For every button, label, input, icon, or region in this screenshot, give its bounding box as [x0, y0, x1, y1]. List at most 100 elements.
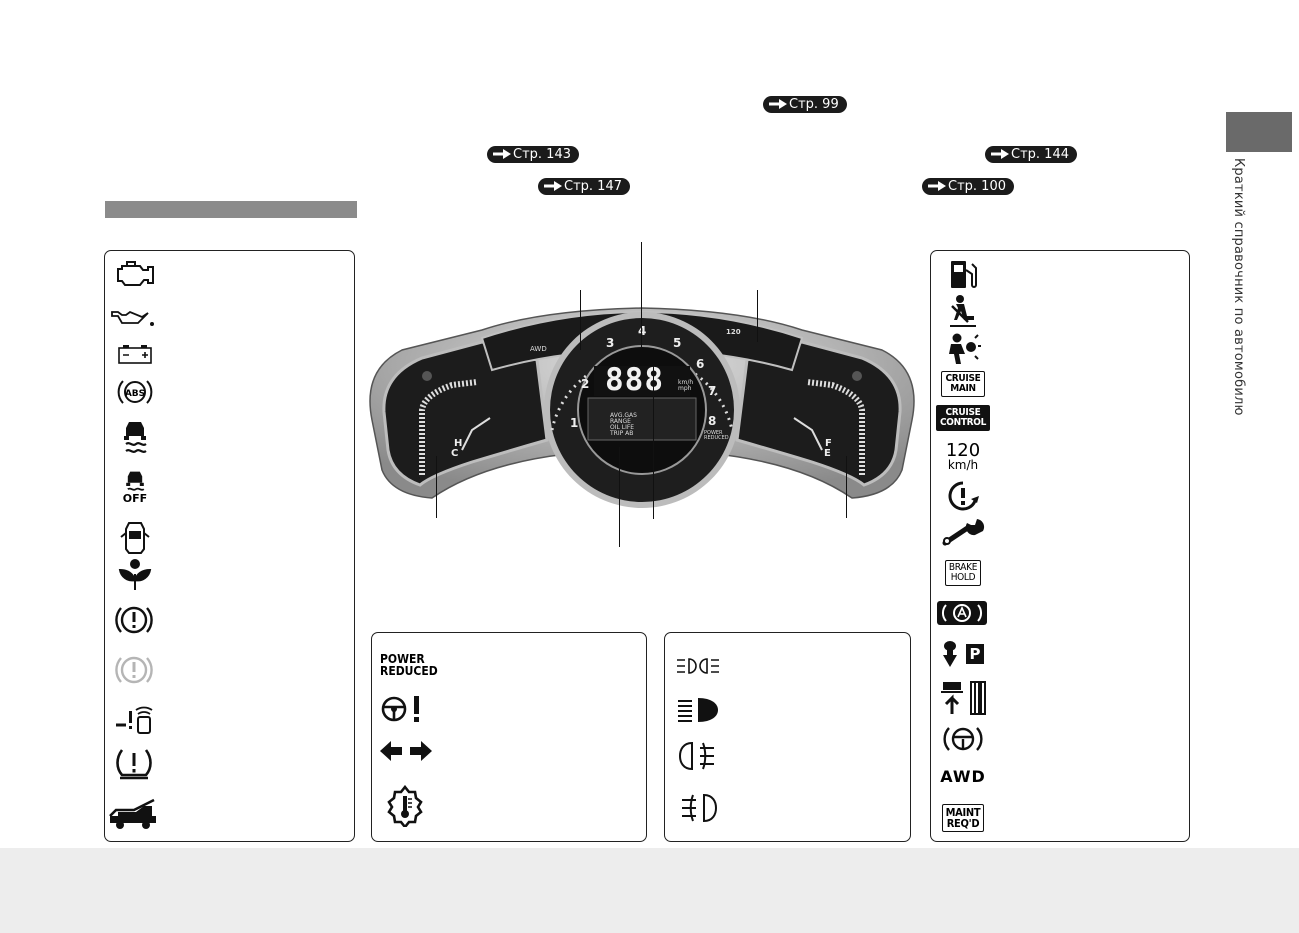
hood-open-icon: [107, 795, 161, 831]
arrow-right-icon: [544, 181, 562, 191]
fuel-gauge-e: E: [824, 448, 831, 459]
left-indicator-panel: ABS OFF: [104, 250, 355, 842]
leader-line: [846, 456, 847, 518]
tach-number-3: 3: [606, 336, 615, 350]
tach-number-5: 5: [673, 336, 682, 350]
tach-number-7: 7: [708, 384, 717, 398]
tach-number-1: 1: [570, 416, 579, 430]
cluster-svg: [369, 307, 915, 508]
power-reduced-line2: REDUCED: [380, 664, 438, 678]
speed-display: 888: [605, 362, 664, 398]
leader-line: [619, 447, 620, 547]
brake-system-amber-icon: [111, 651, 157, 689]
transmission-temp-icon: [380, 783, 430, 829]
check-engine-icon: [113, 257, 157, 291]
front-fog-icon: [673, 791, 723, 825]
lane-keeping-icon: [939, 723, 987, 755]
speed-120-label: 120: [726, 328, 741, 336]
footer-band: [0, 848, 1299, 933]
econ-mode-icon: [113, 557, 157, 593]
parking-brake-system-icon: [941, 479, 985, 513]
low-fuel-icon: [941, 257, 985, 291]
abs-text: ABS: [125, 389, 145, 399]
section-heading-bar: [105, 201, 357, 218]
srs-airbag-icon: [941, 331, 985, 367]
rear-fog-icon: [673, 739, 723, 773]
tach-number-2: 2: [581, 377, 590, 391]
brake-system-icon: [111, 601, 157, 639]
page-ref-99[interactable]: Стр. 99: [763, 96, 847, 113]
center-right-indicator-panel: [664, 632, 911, 842]
instrument-cluster: 1 2 3 4 5 6 7 8 888 km/h mph AVG.GAS RAN…: [362, 300, 922, 515]
tach-number-6: 6: [696, 357, 705, 371]
tach-number-8: 8: [708, 414, 717, 428]
temp-gauge-c: C: [451, 448, 459, 459]
leader-line: [436, 456, 437, 518]
awd-text: AWD: [940, 766, 986, 786]
arrow-right-icon: [928, 181, 946, 191]
auto-idle-stop-icon: [935, 599, 989, 627]
road-departure-icon: [939, 677, 987, 717]
trip-label: TRIP AB: [610, 430, 634, 437]
abs-icon: ABS: [113, 375, 157, 409]
center-left-indicator-panel: POWER REDUCED: [371, 632, 647, 842]
power-reduced-line1: POWER: [380, 652, 425, 666]
maintenance-wrench-icon: [939, 517, 987, 549]
leader-line: [653, 366, 654, 519]
section-tab-label: Краткий справочник по автомобилю: [1231, 158, 1246, 416]
page-ref-100[interactable]: Стр. 100: [922, 178, 1014, 195]
awd-icon: AWD: [939, 763, 987, 789]
vsa-off-icon: OFF: [113, 467, 157, 507]
cruise-main-line1: CRUISE: [945, 373, 981, 384]
avg-gas-label: AVG.GAS: [610, 412, 637, 419]
fuel-gauge-f: F: [825, 438, 832, 449]
keyless-system-icon: [111, 703, 157, 737]
oil-life-label: OIL LIFE: [610, 424, 635, 431]
arrow-right-icon: [991, 149, 1009, 159]
shift-to-park-icon: P: [939, 639, 987, 669]
oil-pressure-icon: [109, 303, 157, 331]
power-reduced-icon: POWER REDUCED: [380, 651, 438, 679]
vehicle-stability-icon: [113, 419, 157, 455]
range-label: RANGE: [610, 418, 631, 425]
brake-hold-line1: BRAKE: [948, 562, 978, 573]
leader-line: [757, 290, 758, 342]
power-reduced-label: POWER REDUCED: [704, 430, 729, 441]
turn-signal-icon: [376, 737, 436, 765]
power-steering-icon: [380, 693, 430, 725]
maint-line2: REQ'D: [946, 817, 980, 830]
cruise-main-line2: MAIN: [950, 383, 976, 394]
brake-hold-line2: HOLD: [950, 572, 976, 583]
arrow-right-icon: [493, 149, 511, 159]
awd-label: AWD: [530, 345, 547, 353]
cruise-control-line1: CRUISE: [945, 407, 981, 418]
leader-line: [641, 242, 642, 348]
speed-warning-icon: 120 km/h: [939, 439, 987, 473]
lights-on-icon: [673, 655, 723, 677]
speed-units: km/h mph: [678, 379, 694, 392]
leader-line: [580, 290, 581, 350]
speed-warning-unit: km/h: [947, 457, 979, 472]
vsa-off-text: OFF: [122, 492, 148, 505]
park-p-label: P: [966, 644, 984, 664]
temp-gauge-h: H: [454, 438, 463, 449]
page-ref-144[interactable]: Стр. 144: [985, 146, 1077, 163]
high-beam-icon: [673, 695, 723, 725]
arrow-right-icon: [769, 99, 787, 109]
door-open-icon: [113, 519, 157, 555]
tach-number-4: 4: [638, 324, 647, 338]
section-tab[interactable]: [1226, 112, 1292, 152]
battery-charge-icon: [113, 341, 157, 367]
maint-line1: MAINT: [945, 806, 981, 819]
page-ref-143[interactable]: Стр. 143: [487, 146, 579, 163]
cruise-control-line2: CONTROL: [939, 417, 987, 428]
seat-belt-icon: [941, 293, 985, 331]
tire-pressure-icon: [111, 743, 157, 783]
page-ref-147[interactable]: Стр. 147: [538, 178, 630, 195]
speed-warning-value: 120: [945, 439, 981, 461]
